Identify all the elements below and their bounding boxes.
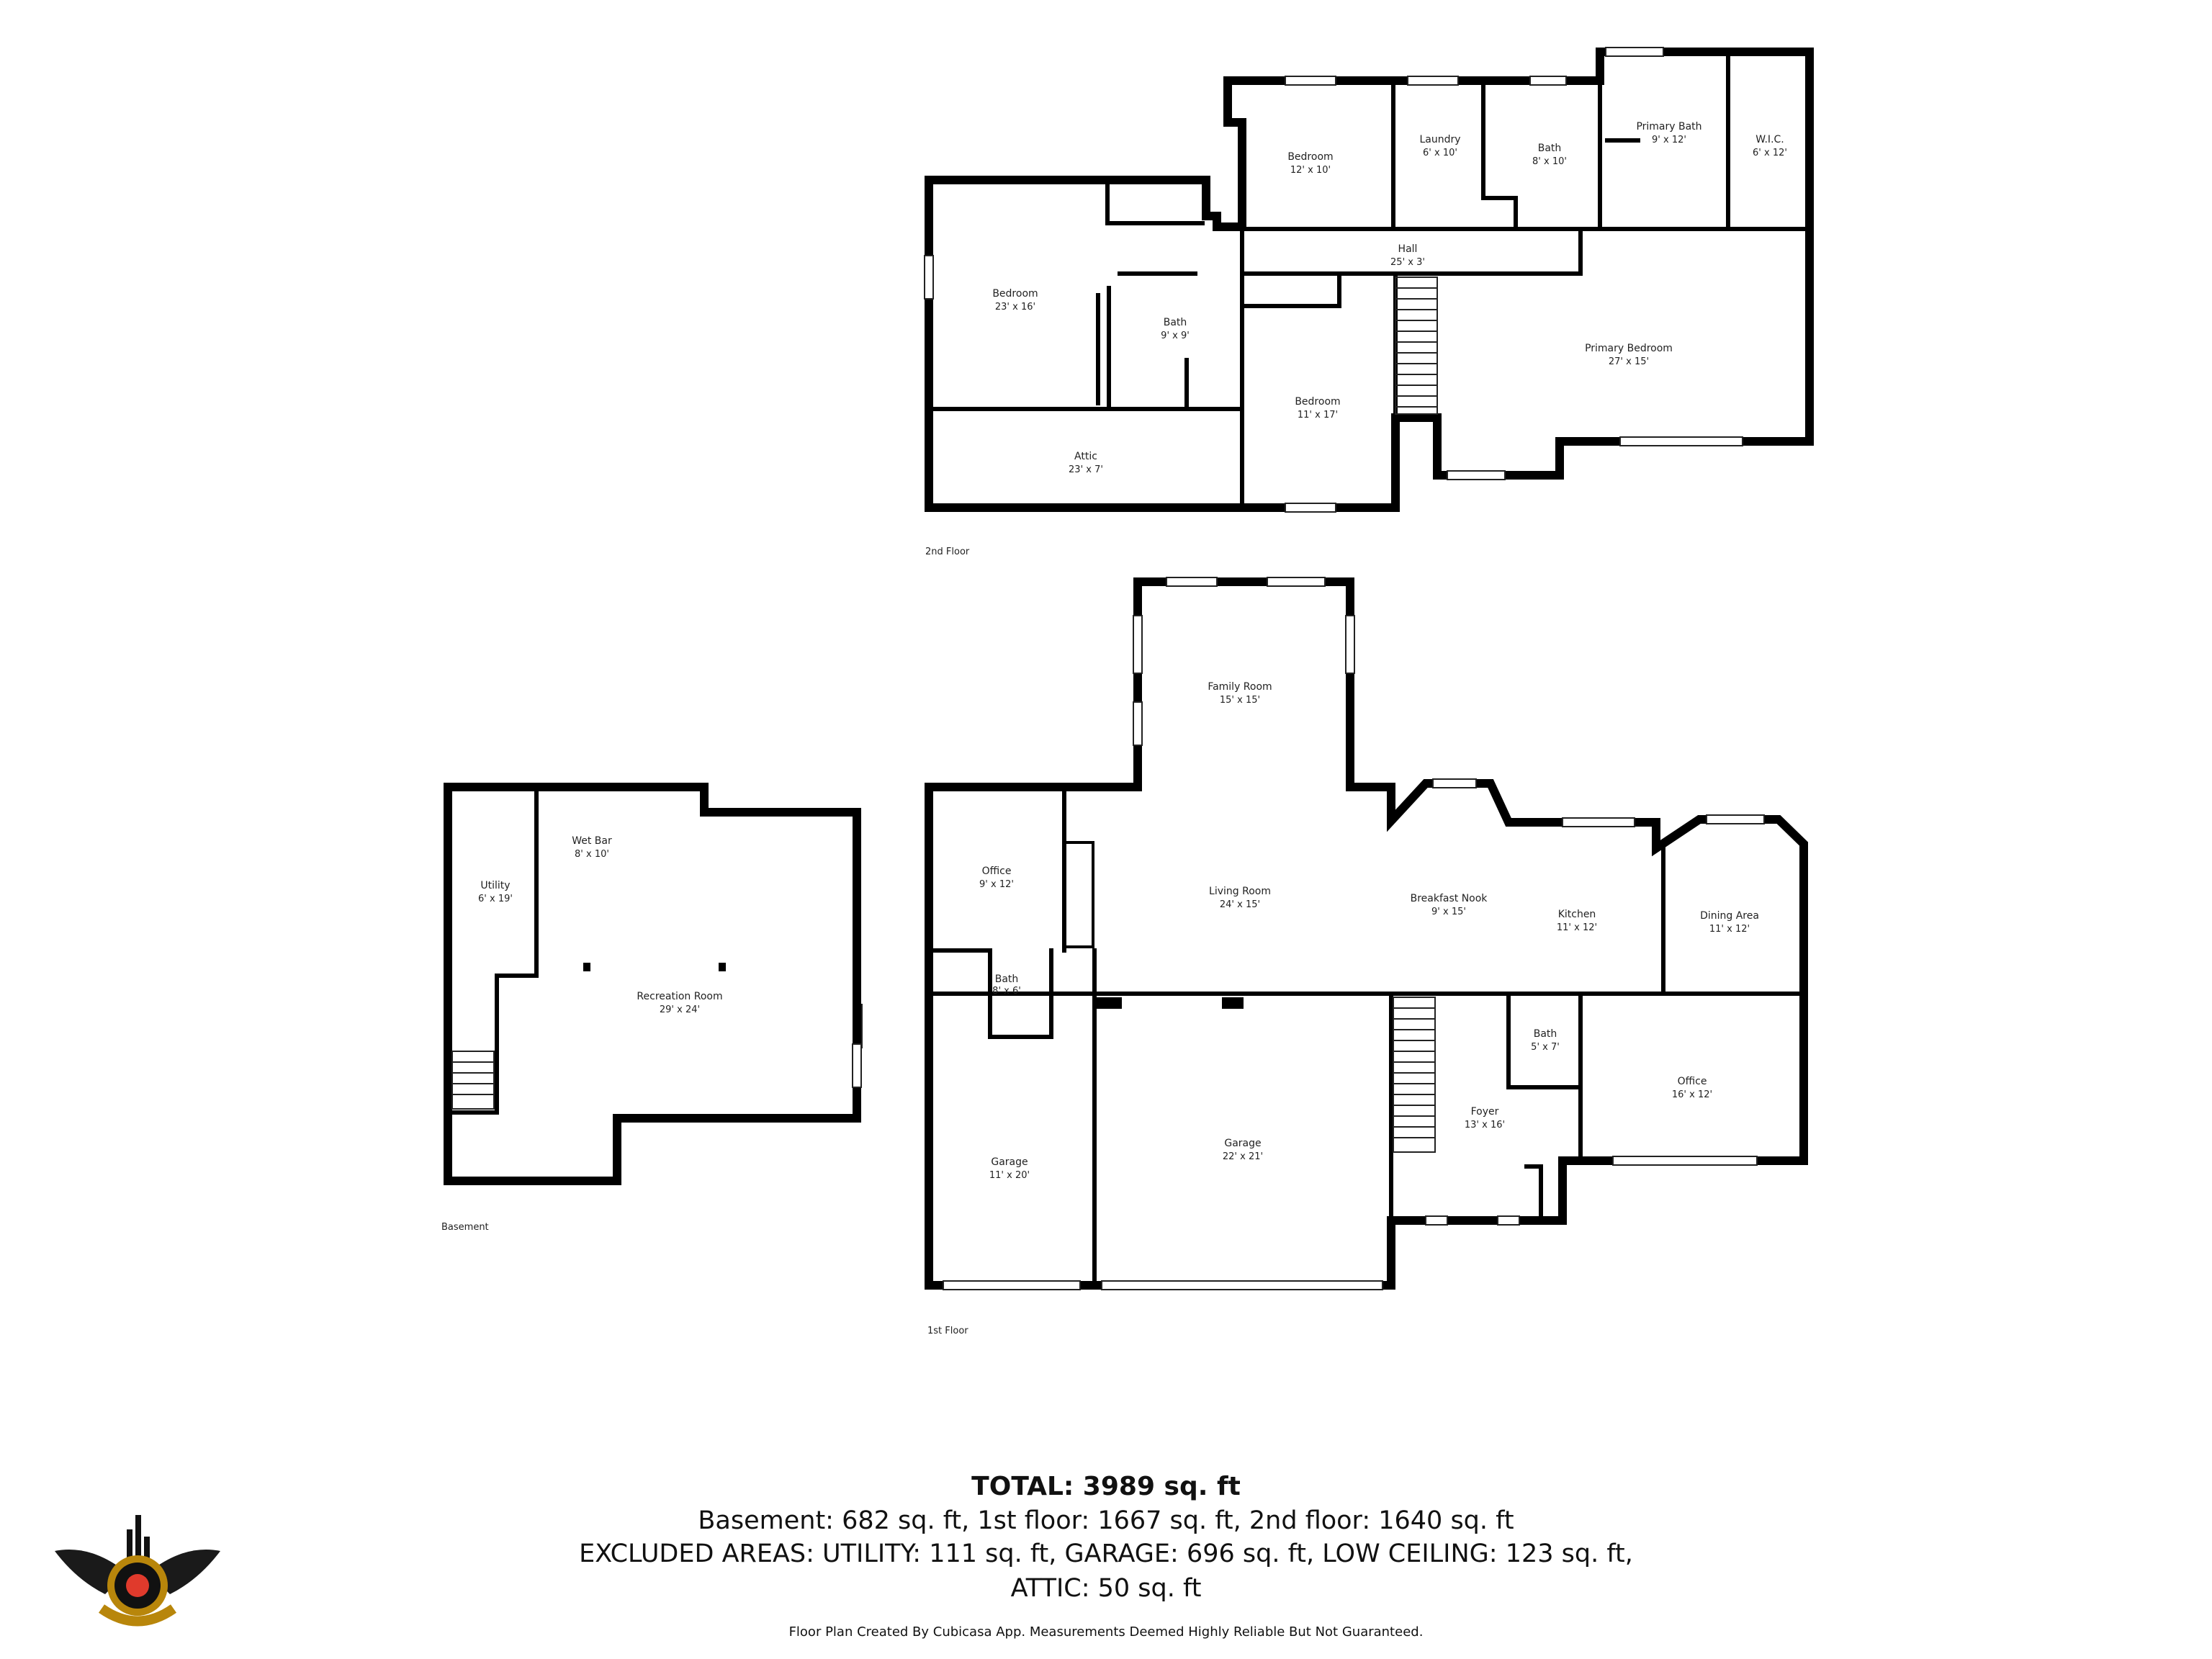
room-bedroom-2a: Bedroom 12' x 10': [1287, 151, 1333, 176]
room-name: Primary Bath: [1636, 121, 1701, 132]
room-name: Family Room: [1208, 681, 1272, 693]
room-name: Bath: [995, 974, 1019, 985]
room-dims: 11' x 17': [1298, 410, 1338, 421]
room-bath-2a: Bath 8' x 10': [1532, 143, 1567, 167]
room-name: Bath: [1534, 1028, 1557, 1040]
second-floor-plan: Bedroom 12' x 10' Laundry 6' x 10' Bath 8' …: [924, 47, 1814, 557]
room-dims: 24' x 15': [1220, 899, 1260, 910]
room-name: Office: [1678, 1076, 1707, 1087]
room-name: Office: [982, 866, 1012, 877]
room-bedroom-2b: Bedroom 23' x 16': [992, 288, 1038, 313]
room-primary-bedroom: Primary Bedroom 27' x 15': [1585, 343, 1673, 367]
room-utility: Utility 6' x 19': [478, 880, 513, 904]
disclaimer: Floor Plan Created By Cubicasa App. Meas…: [788, 1624, 1424, 1640]
room-foyer: Foyer 13' x 16': [1465, 1106, 1505, 1130]
total-area: TOTAL: 3989 sq. ft: [971, 1472, 1241, 1501]
room-dims: 9' x 9': [1161, 331, 1190, 341]
room-name: Kitchen: [1558, 909, 1596, 920]
room-recreation-room: Recreation Room 29' x 24': [637, 991, 722, 1015]
room-attic: Attic 23' x 7': [1069, 451, 1103, 475]
floor-label-1st: 1st Floor: [927, 1326, 968, 1336]
room-laundry: Laundry 6' x 10': [1419, 134, 1460, 158]
room-garage-b: Garage 11' x 20': [989, 1156, 1030, 1181]
basement-plan: Wet Bar 8' x 10' Utility 6' x 19' Recreati…: [441, 783, 862, 1233]
room-dims: 9' x 12': [1652, 135, 1686, 145]
room-family-room: Family Room 15' x 15': [1208, 681, 1272, 706]
room-name: W.I.C.: [1755, 134, 1784, 145]
room-dims: 11' x 12': [1557, 922, 1597, 933]
room-dims: 13' x 16': [1465, 1120, 1505, 1130]
room-office-1b: Office 16' x 12': [1672, 1076, 1712, 1100]
room-name: Living Room: [1209, 886, 1271, 897]
indiana-sky-pics-logo: [55, 1515, 220, 1627]
room-name: Foyer: [1471, 1106, 1499, 1118]
room-dims: 27' x 15': [1609, 356, 1649, 367]
room-dims: 16' x 12': [1672, 1089, 1712, 1100]
room-office-1a: Office 9' x 12': [979, 866, 1014, 890]
room-name: Bath: [1538, 143, 1562, 154]
room-name: Hall: [1398, 243, 1418, 255]
floor-areas: Basement: 682 sq. ft, 1st floor: 1667 sq…: [698, 1506, 1514, 1535]
room-bath-1b: Bath 5' x 7': [1531, 1028, 1560, 1053]
room-bath-2b: Bath 9' x 9': [1161, 317, 1190, 341]
room-wet-bar: Wet Bar 8' x 10': [572, 835, 612, 860]
room-name: Breakfast Nook: [1411, 893, 1488, 904]
room-dims: 8' x 10': [1532, 156, 1567, 167]
room-name: Bedroom: [1295, 396, 1340, 408]
room-dims: 22' x 21': [1223, 1151, 1263, 1162]
room-garage-a: Garage 22' x 21': [1223, 1138, 1263, 1162]
room-dims: 29' x 24': [660, 1004, 700, 1015]
room-dims: 11' x 12': [1709, 924, 1750, 935]
room-dims: 9' x 15': [1431, 907, 1466, 917]
room-dims: 5' x 7': [1531, 1042, 1560, 1053]
room-name: Laundry: [1419, 134, 1460, 145]
room-name: Primary Bedroom: [1585, 343, 1673, 354]
floor-label-basement: Basement: [441, 1222, 489, 1233]
room-dims: 8' x 10': [575, 849, 609, 860]
room-dims: 6' x 12': [1753, 148, 1787, 158]
room-kitchen: Kitchen 11' x 12': [1557, 909, 1597, 933]
room-dims: 6' x 10': [1423, 148, 1457, 158]
room-name: Dining Area: [1700, 910, 1759, 922]
room-dims: 12' x 10': [1290, 165, 1331, 176]
room-dims: 6' x 19': [478, 894, 513, 904]
room-name: Recreation Room: [637, 991, 722, 1002]
room-primary-bath: Primary Bath 9' x 12': [1636, 121, 1701, 145]
room-dims: 15' x 15': [1220, 695, 1260, 706]
room-dims: 8' x 6': [992, 986, 1021, 997]
room-dining-area: Dining Area 11' x 12': [1700, 910, 1759, 935]
excluded-areas: EXCLUDED AREAS: UTILITY: 111 sq. ft, GAR…: [579, 1539, 1633, 1568]
room-name: Bedroom: [992, 288, 1038, 300]
room-dims: 23' x 7': [1069, 464, 1103, 475]
room-name: Garage: [1224, 1138, 1261, 1149]
room-name: Wet Bar: [572, 835, 612, 847]
first-floor-plan: Family Room 15' x 15' Office 9' x 12' Livi…: [853, 577, 1808, 1336]
room-dims: 9' x 12': [979, 879, 1014, 890]
room-bedroom-2c: Bedroom 11' x 17': [1295, 396, 1340, 421]
room-hall: Hall 25' x 3': [1390, 243, 1425, 268]
room-dims: 11' x 20': [989, 1170, 1030, 1181]
room-dims: 25' x 3': [1390, 257, 1425, 268]
room-name: Attic: [1074, 451, 1097, 462]
floor-label-2nd: 2nd Floor: [925, 547, 970, 557]
room-wic: W.I.C. 6' x 12': [1753, 134, 1787, 158]
room-name: Bedroom: [1287, 151, 1333, 163]
room-name: Garage: [991, 1156, 1028, 1168]
excluded-areas-cont: ATTIC: 50 sq. ft: [1010, 1574, 1202, 1603]
room-dims: 23' x 16': [995, 302, 1035, 313]
room-breakfast-nook: Breakfast Nook 9' x 15': [1411, 893, 1488, 917]
room-living-room: Living Room 24' x 15': [1209, 886, 1271, 910]
room-name: Bath: [1164, 317, 1187, 328]
room-name: Utility: [480, 880, 510, 891]
